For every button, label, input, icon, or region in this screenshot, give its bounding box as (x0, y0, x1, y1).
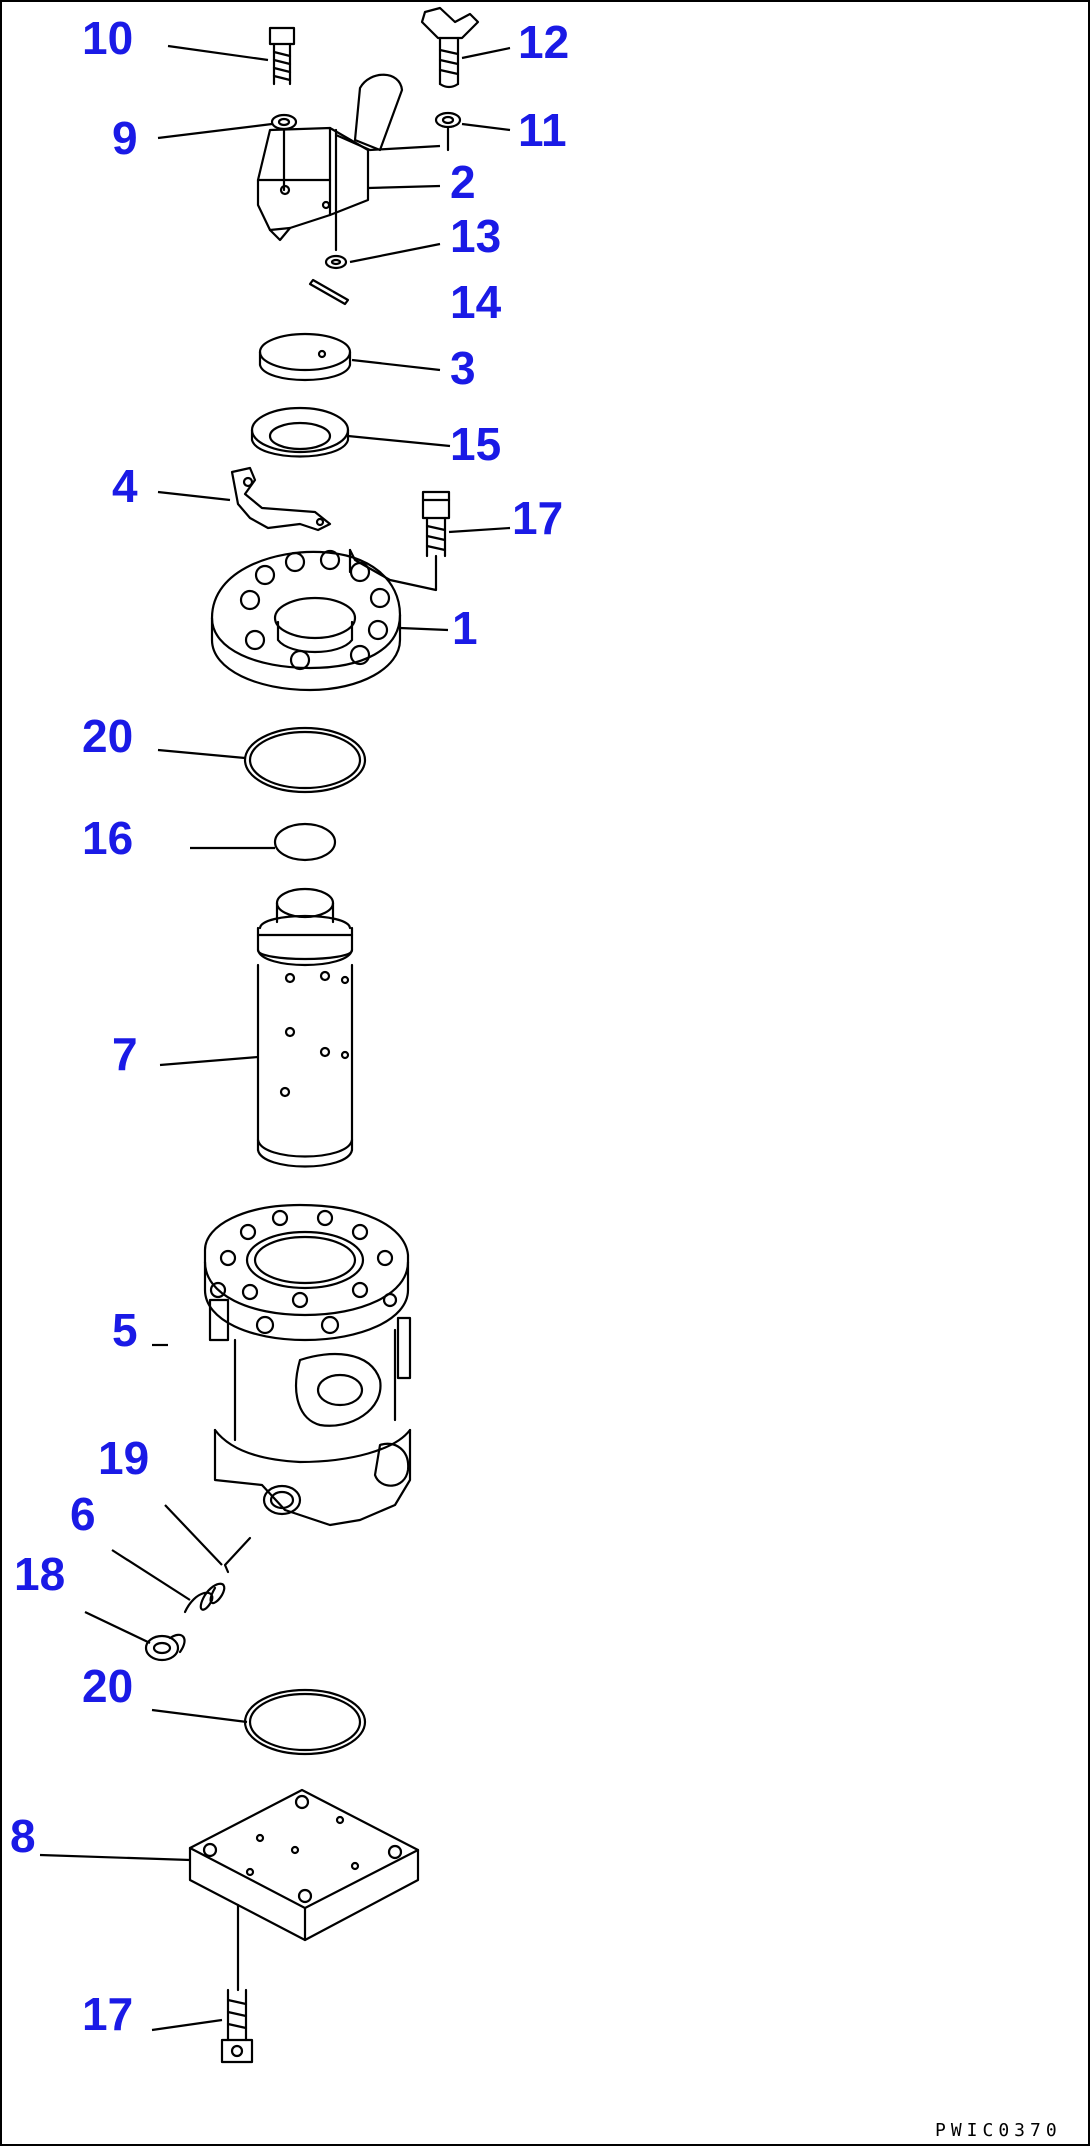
part-13-washer (324, 254, 348, 270)
callout-2: 2 (450, 156, 476, 208)
part-17-plug-upper (348, 490, 451, 592)
part-17-plug-lower (220, 1988, 254, 2064)
callout-7: 7 (112, 1028, 138, 1080)
callout-4: 4 (112, 460, 138, 512)
callout-16: 16 (82, 812, 133, 864)
callout-13: 13 (450, 210, 501, 262)
callout-3: 3 (450, 342, 476, 394)
part-3-cap (258, 332, 352, 382)
callout-6: 6 (70, 1488, 96, 1540)
part-6-spring (183, 1582, 226, 1614)
part-16-oring-small (273, 822, 337, 862)
part-2-cover (256, 73, 450, 252)
part-1-flange (210, 548, 402, 692)
part-8-cover-plate (188, 1788, 420, 1992)
callout-20-lower: 20 (82, 1660, 133, 1712)
part-5-valve-body (203, 1203, 412, 1527)
drawing-code: PWIC0370 (935, 2120, 1062, 2141)
part-7-shaft (256, 887, 354, 1168)
callout-8: 8 (10, 1810, 36, 1862)
callout-5: 5 (112, 1304, 138, 1356)
part-20-oring-upper (243, 726, 367, 794)
part-14-pin (308, 278, 350, 306)
callout-18: 18 (14, 1548, 65, 1600)
callout-20-upper: 20 (82, 710, 133, 762)
part-9-washer (270, 113, 298, 131)
callout-14: 14 (450, 276, 502, 328)
callout-1: 1 (452, 602, 478, 654)
callout-15: 15 (450, 418, 501, 470)
callout-17-upper: 17 (512, 492, 563, 544)
callout-10: 10 (82, 12, 133, 64)
part-11-washer (434, 111, 462, 129)
callout-17-lower: 17 (82, 1988, 133, 2040)
callout-labels: 10 12 9 11 2 13 14 3 15 4 17 1 20 16 7 5… (10, 12, 569, 2040)
part-20-oring-lower (243, 1688, 367, 1756)
part-4-lock-plate (230, 466, 332, 532)
callout-11: 11 (518, 104, 567, 156)
part-18-plug (144, 1633, 186, 1662)
leader-lines (39, 44, 511, 2032)
callout-12: 12 (518, 16, 569, 68)
part-15-seal (250, 406, 350, 458)
part-12-wing-bolt (420, 6, 480, 89)
callout-19: 19 (98, 1432, 149, 1484)
callout-9: 9 (112, 112, 138, 164)
part-10-bolt (268, 26, 296, 86)
part-19-ball (223, 1536, 252, 1574)
